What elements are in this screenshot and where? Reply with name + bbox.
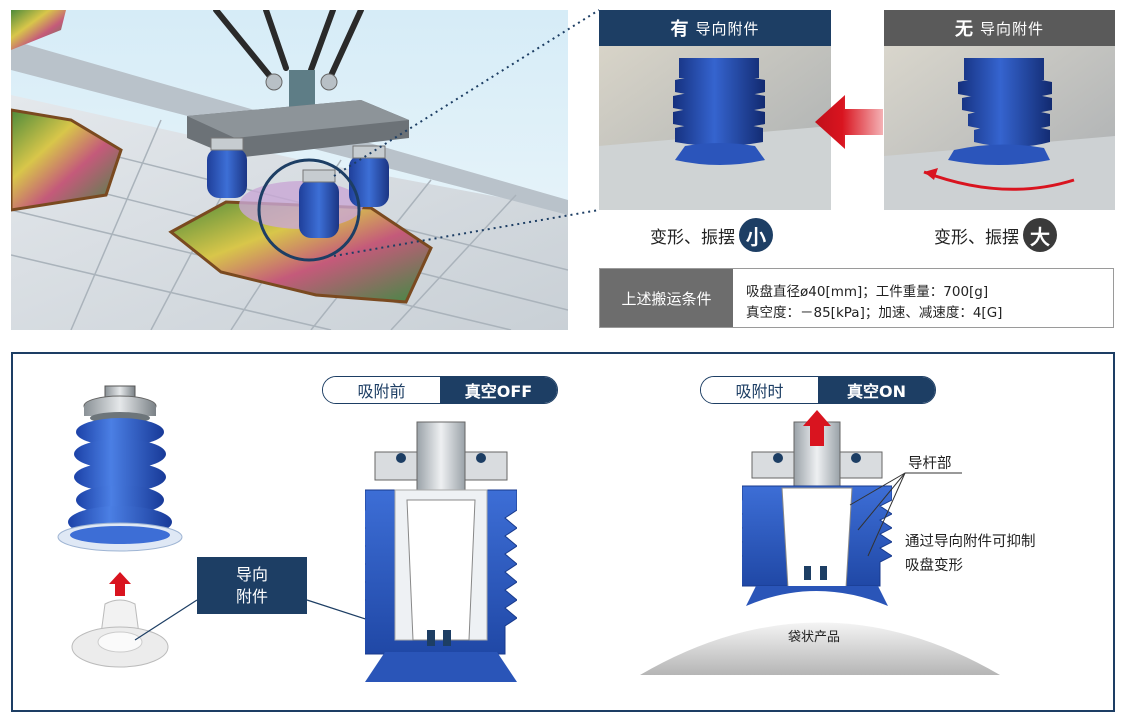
comparison-arrow — [815, 95, 883, 149]
suction-cup-product-illustration — [57, 385, 183, 668]
with-guide-header: 有 导向附件 — [599, 10, 831, 46]
robot-picking-scene — [11, 10, 568, 330]
caption-large-text: 变形、振摆 — [934, 227, 1019, 248]
guide-rod-label: 导杆部 — [908, 456, 952, 472]
without-guide-bold: 无 — [954, 19, 974, 40]
suppress-deformation-note-1: 通过导向附件可抑制 — [905, 534, 1036, 550]
transport-conditions-box: 上述搬运条件 吸盘直径ø40[mm]；工件重量：700[g] 真空度：－85[k… — [599, 268, 1114, 328]
bag-product-shape — [640, 622, 1000, 675]
without-guide-header: 无 导向附件 — [884, 10, 1115, 46]
without-guide-text: 导向附件 — [979, 19, 1044, 38]
cross-section-vacuum-off — [365, 421, 517, 682]
without-guide-photo — [884, 46, 1115, 210]
conditions-line-2: 真空度：－85[kPa]；加速、减速度：4[G] — [746, 305, 1003, 321]
state-pill-vacuum-on: 吸附时 真空ON — [700, 376, 936, 404]
cross-section-vacuum-on — [742, 410, 892, 606]
conditions-line-1: 吸盘直径ø40[mm]；工件重量：700[g] — [746, 284, 989, 300]
guide-label-line-1: 导向 — [235, 564, 268, 584]
pill-vacuum-on: 真空ON — [818, 377, 935, 403]
mechanism-explanation-frame — [11, 352, 1115, 712]
guide-attachment-label: 导向 附件 — [197, 557, 307, 614]
pill-vacuum-off: 真空OFF — [440, 377, 557, 403]
caption-deform-large: 变形、振摆 大 — [934, 218, 1057, 252]
state-pill-vacuum-off: 吸附前 真空OFF — [322, 376, 558, 404]
with-guide-photo — [599, 46, 831, 210]
bag-product-label: 袋状产品 — [788, 630, 841, 645]
conditions-label: 上述搬运条件 — [600, 269, 733, 327]
guide-label-line-2: 附件 — [235, 586, 268, 606]
caption-deform-small: 变形、振摆 小 — [650, 218, 773, 252]
caption-small-text: 变形、振摆 — [650, 227, 735, 248]
with-guide-bold: 有 — [670, 19, 690, 40]
pill-before-adsorption: 吸附前 — [323, 377, 440, 403]
suppress-deformation-note-2: 吸盘变形 — [905, 558, 963, 574]
badge-large: 大 — [1023, 218, 1057, 252]
with-guide-text: 导向附件 — [695, 19, 760, 38]
pill-during-adsorption: 吸附时 — [701, 377, 818, 403]
badge-small: 小 — [739, 218, 773, 252]
